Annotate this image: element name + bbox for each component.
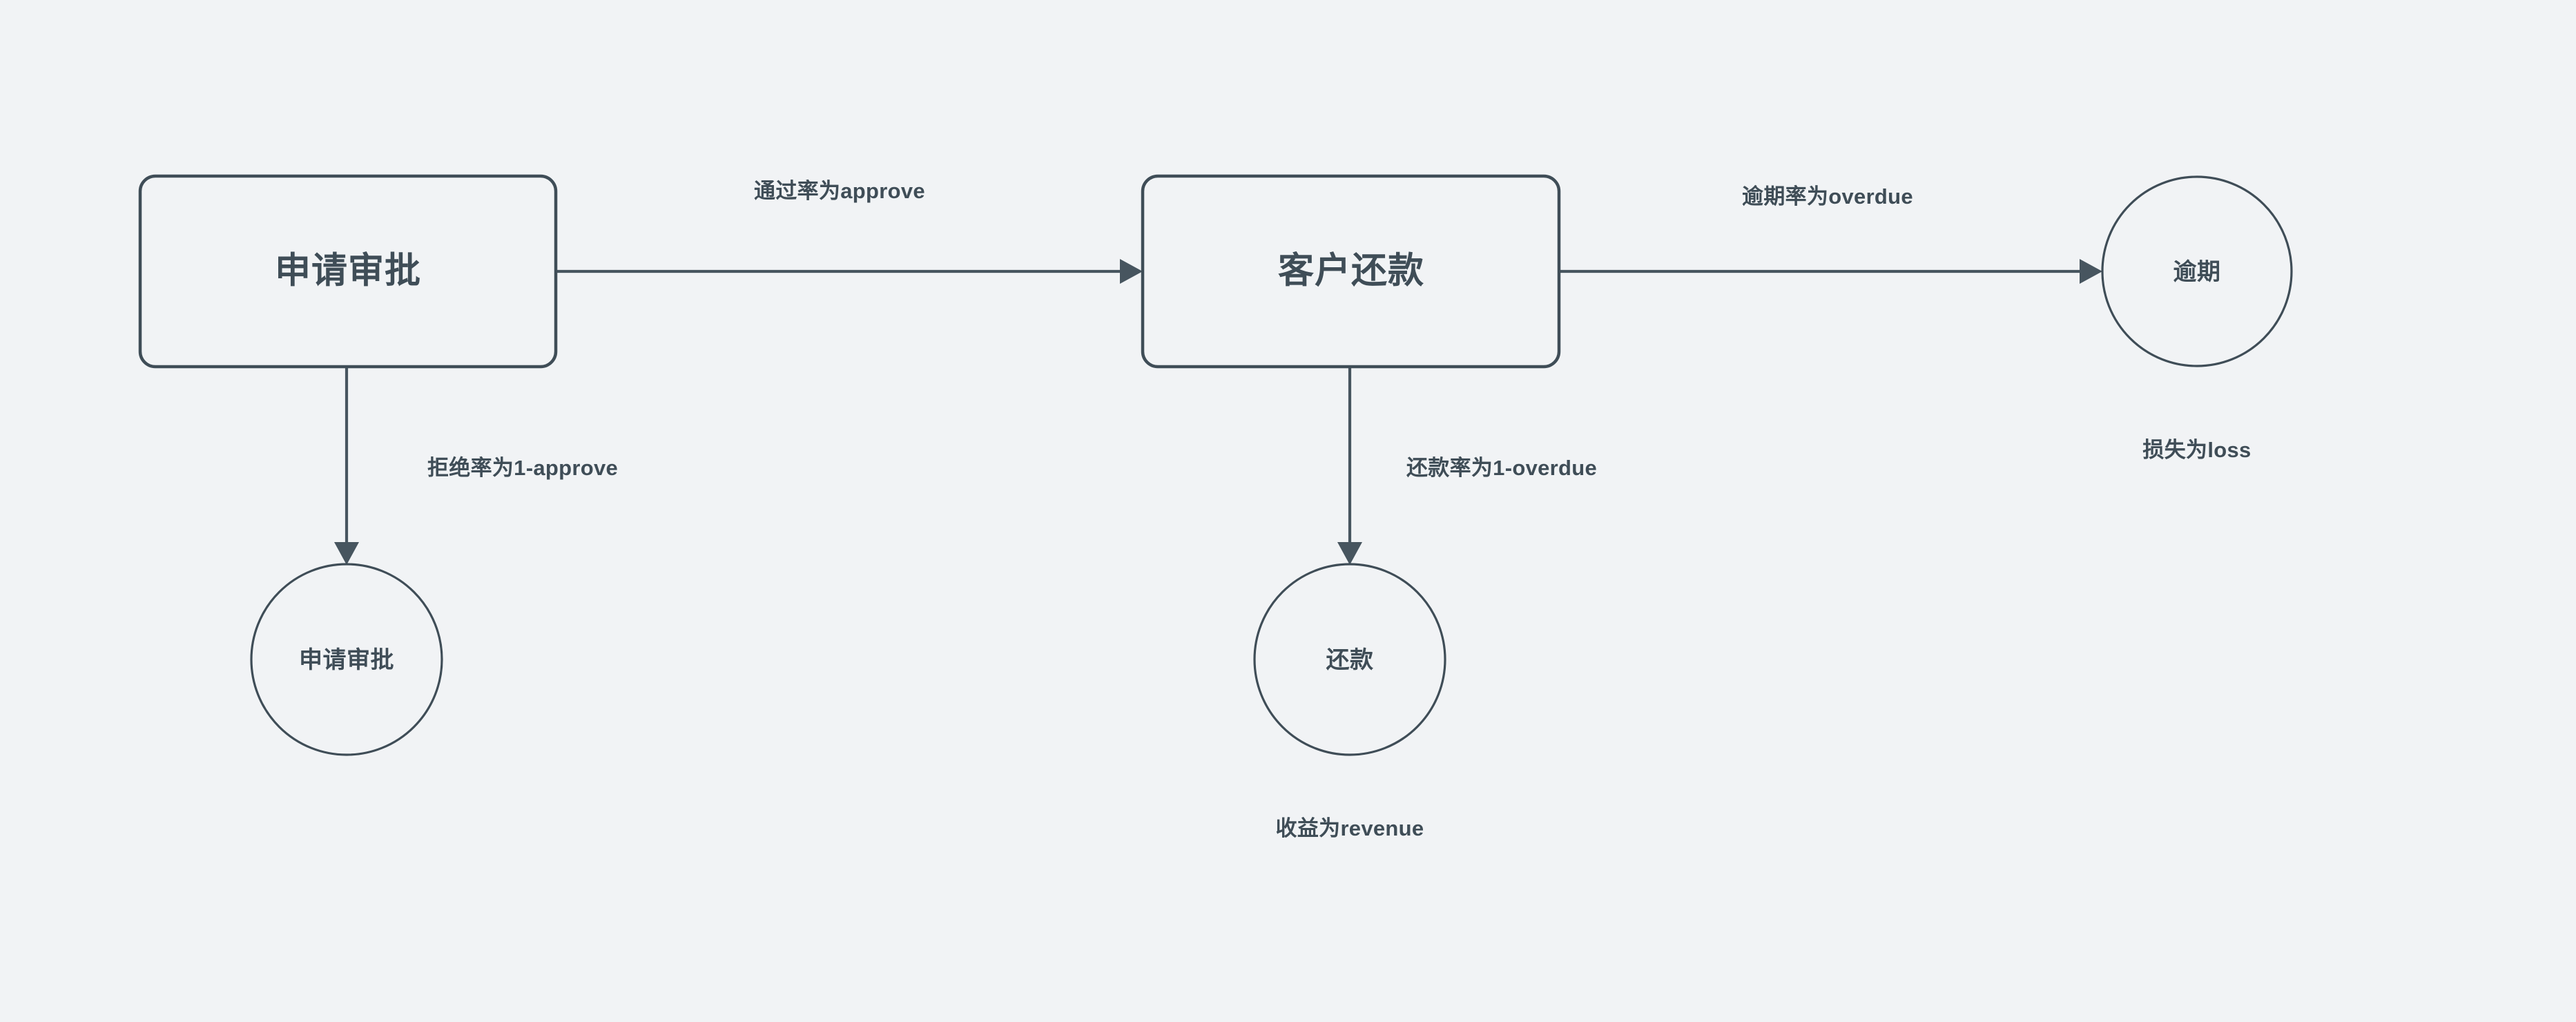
node-repaid[interactable]: 还款 (1253, 563, 1446, 756)
caption-revenue: 收益为revenue (1276, 816, 1424, 840)
node-overdue[interactable]: 逾期 (2101, 175, 2293, 367)
node-rejected-label: 申请审批 (299, 647, 394, 673)
edge-approve-label: 通过率为approve (754, 179, 925, 203)
node-repaid-label: 还款 (1326, 647, 1374, 673)
node-rejected-shape (250, 563, 443, 756)
node-rejected[interactable]: 申请审批 (250, 563, 443, 756)
edge-reject-label: 拒绝率为1-approve (427, 456, 618, 480)
edge-approve-arrowhead (1120, 259, 1143, 284)
node-overdue-label: 逾期 (2173, 259, 2221, 285)
edge-repay-arrowhead (1337, 542, 1362, 565)
edge-repay[interactable]: 还款率为1-overdue (1337, 367, 1597, 565)
edge-repay-label: 还款率为1-overdue (1406, 456, 1597, 480)
node-customer-repay-shape (1141, 174, 1561, 369)
node-customer-repay[interactable]: 客户还款 (1141, 174, 1561, 369)
node-repaid-shape (1253, 563, 1446, 756)
edge-reject-arrowhead (334, 542, 359, 565)
node-overdue-shape (2101, 175, 2293, 367)
edge-overdue-label: 逾期率为overdue (1742, 184, 1913, 209)
node-customer-repay-label: 客户还款 (1278, 251, 1424, 291)
node-apply-review-label: 申请审批 (275, 251, 421, 291)
edge-overdue-arrowhead (2080, 259, 2102, 284)
edge-overdue[interactable]: 逾期率为overdue (1560, 184, 2102, 284)
edge-approve[interactable]: 通过率为approve (556, 179, 1143, 284)
node-apply-review-shape (138, 174, 558, 369)
caption-loss: 损失为loss (2142, 438, 2251, 462)
edge-reject[interactable]: 拒绝率为1-approve (334, 367, 618, 565)
node-apply-review[interactable]: 申请审批 (138, 174, 558, 369)
